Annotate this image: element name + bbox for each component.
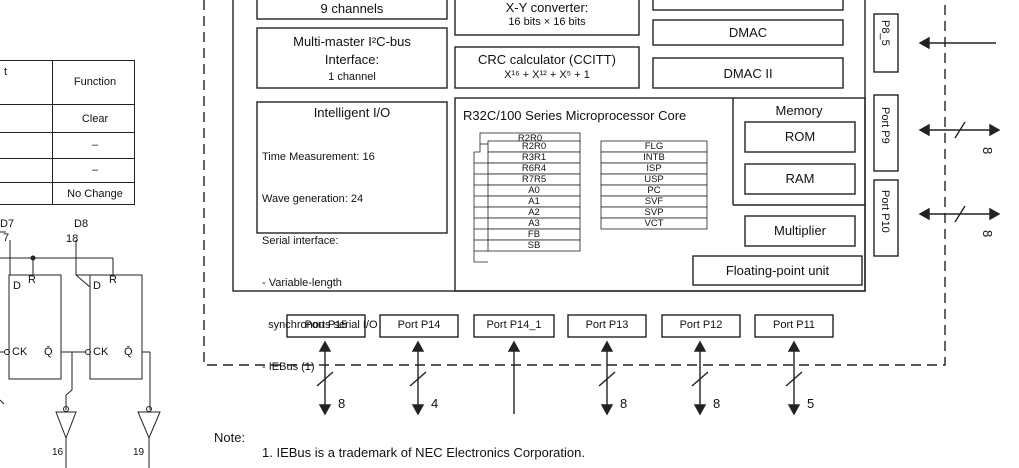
table-cell: – [91, 164, 99, 176]
port-p14-1-label: Port P14_1 [486, 319, 542, 331]
register: A3 [528, 218, 540, 229]
port-p13-bits: 8 [620, 396, 628, 411]
register: FLG [644, 141, 664, 152]
note-text: 1. IEBus is a trademark of NEC Electroni… [262, 445, 585, 460]
dmac-block: DMAC [728, 25, 768, 40]
i2c-title: Multi-master I²C-bus [293, 34, 411, 49]
pin-d7-label: D7 [0, 218, 15, 230]
output-19-label: 19 [133, 447, 145, 458]
port-p14-label: Port P14 [397, 319, 441, 331]
port-p11-bits: 5 [807, 396, 815, 411]
register: R6R4 [521, 163, 547, 174]
io-line: - Variable-length [262, 277, 342, 289]
port-p9-label: Port P9 [879, 107, 891, 144]
io-line: Wave generation: 24 [262, 193, 364, 205]
function-table: t Function Clear – – No Change [0, 60, 135, 205]
register: ISP [646, 163, 662, 174]
port-p10-bits: 8 [980, 230, 995, 238]
register: A1 [528, 196, 540, 207]
port-p12-label: Port P12 [679, 319, 723, 331]
rom-block: ROM [784, 129, 816, 144]
port-p8-5-label: P8_5 [879, 20, 891, 46]
ram-block: RAM [785, 171, 815, 186]
port-p11-label: Port P11 [773, 319, 815, 331]
ff1-qbar: Q̄ [44, 346, 53, 358]
register: PC [647, 185, 661, 196]
port-p13-label: Port P13 [585, 319, 629, 331]
intelligent-io-title: Intelligent I/O [313, 105, 391, 120]
table-cell: No Change [67, 188, 123, 200]
table-header-function: Function [73, 76, 117, 88]
i2c-channel: 1 channel [328, 71, 376, 83]
pin-7-label: 7 [3, 232, 10, 244]
register: SVP [644, 207, 664, 218]
register: R7R5 [521, 174, 547, 185]
intelligent-io-details: Time Measurement: 16 Wave generation: 24… [262, 122, 378, 388]
register: FB [527, 229, 541, 240]
register: INTB [643, 152, 665, 163]
port-p9-bits: 8 [980, 147, 995, 155]
register: SVF [644, 196, 664, 207]
output-16-label: 16 [52, 447, 64, 458]
register: A2 [528, 207, 540, 218]
xy-converter-label: X-Y converter: [505, 0, 589, 15]
memory-title: Memory [775, 103, 823, 118]
ff1-r: R [28, 274, 36, 286]
table-header-partial: t [4, 66, 8, 78]
table-cell: – [91, 139, 99, 151]
table-cell: Clear [81, 113, 109, 125]
port-p14-bits: 4 [431, 396, 439, 411]
xy-bits-label: 16 bits × 16 bits [508, 16, 586, 28]
register: R2R0 [521, 141, 547, 152]
crc-polynomial: X¹⁶ + X¹² + X⁵ + 1 [504, 69, 590, 81]
io-line: Serial interface: [262, 235, 339, 247]
ff1-ck: CK [12, 346, 28, 358]
io-line: Time Measurement: 16 [262, 151, 375, 163]
register: VCT [644, 218, 664, 229]
register: USP [644, 174, 664, 185]
port-p12-bits: 8 [713, 396, 721, 411]
register: R3R1 [521, 152, 547, 163]
fpu-block: Floating-point unit [725, 263, 830, 278]
io-line: - IEBus (1) [262, 361, 315, 373]
io-line: synchronous serial I/O [262, 319, 378, 331]
port-p15-bits: 8 [338, 396, 346, 411]
multiplier-block: Multiplier [773, 223, 826, 238]
dmac2-block: DMAC II [723, 66, 773, 81]
port-p10-label: Port P10 [879, 190, 891, 233]
crc-title: CRC calculator (CCITT) [478, 52, 616, 67]
table-header-rule [0, 104, 135, 105]
pin-18-label: 18 [66, 233, 79, 245]
note-label: Note: [214, 430, 246, 445]
ff2-r: R [109, 274, 117, 286]
ff2-qbar: Q̄ [124, 346, 133, 358]
ff2-ck: CK [93, 346, 109, 358]
register-behind: R2R0 [517, 133, 543, 144]
register: A0 [528, 185, 540, 196]
register: SB [527, 240, 541, 251]
port-p15-label: Port P15 [304, 319, 348, 331]
core-title: R32C/100 Series Microprocessor Core [463, 108, 687, 123]
ff2-d: D [93, 280, 101, 292]
pin-d8-label: D8 [74, 218, 89, 230]
channels-label: 9 channels [320, 1, 384, 16]
i2c-interface: Interface: [324, 52, 380, 67]
ff1-d: D [13, 280, 21, 292]
